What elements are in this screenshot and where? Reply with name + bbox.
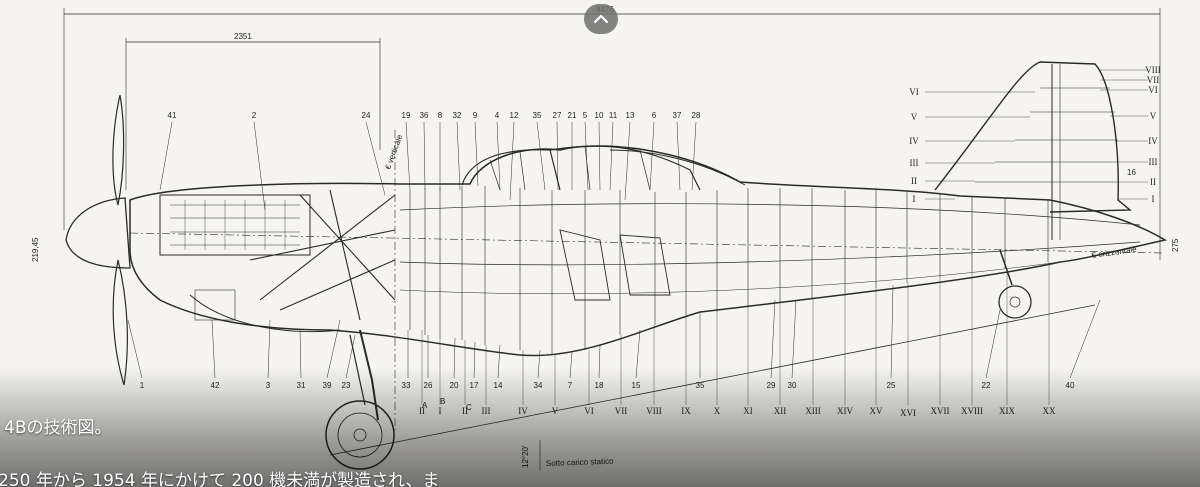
frame-number: XI bbox=[743, 406, 753, 416]
callout-number: 31 bbox=[297, 381, 306, 390]
callout-number: 1 bbox=[140, 381, 145, 390]
image-caption-continued: 250 年から 1954 年にかけて 200 機未満が製造され、ま bbox=[0, 471, 440, 487]
callout-number: 27 bbox=[553, 111, 562, 120]
callout-number: 12 bbox=[510, 111, 519, 120]
frame-number: XVI bbox=[900, 408, 916, 418]
callout-number: 8 bbox=[438, 111, 443, 120]
callout-number: 2 bbox=[252, 111, 257, 120]
callout-number: 5 bbox=[583, 111, 588, 120]
callout-number: 24 bbox=[362, 111, 371, 120]
callout-number: 26 bbox=[424, 381, 433, 390]
callout-number: 33 bbox=[402, 381, 411, 390]
angle-label: 12°20' bbox=[521, 445, 530, 468]
callout-number: 10 bbox=[595, 111, 604, 120]
callout-number: 36 bbox=[420, 111, 429, 120]
tail-rib-number: V bbox=[1150, 111, 1157, 121]
tail-rib-number: I bbox=[1152, 194, 1155, 204]
callout-number: 34 bbox=[534, 381, 543, 390]
tail-rib-number: I bbox=[913, 194, 916, 204]
callout-number: 32 bbox=[453, 111, 462, 120]
callout-number: 3 bbox=[266, 381, 271, 390]
collapse-button[interactable] bbox=[584, 4, 618, 34]
frame-number: II bbox=[462, 406, 468, 416]
tail-rib-number: IV bbox=[1148, 136, 1158, 146]
callout-number: 23 bbox=[342, 381, 351, 390]
callout-number: 35 bbox=[533, 111, 542, 120]
frame-number: XIII bbox=[805, 406, 821, 416]
dimension-prop-to-cockpit: 2351 bbox=[234, 32, 252, 41]
tail-rib-number: VI bbox=[909, 87, 919, 97]
frame-number: III bbox=[482, 406, 491, 416]
dimension-height-right: 275 bbox=[1171, 238, 1180, 252]
image-caption: 4Bの技術図。 bbox=[4, 418, 112, 438]
frame-number: XVIII bbox=[961, 406, 983, 416]
callout-number: 9 bbox=[473, 111, 478, 120]
callout-number: 21 bbox=[568, 111, 577, 120]
callout-number: 15 bbox=[632, 381, 641, 390]
frame-number: XIV bbox=[837, 406, 853, 416]
frame-number: XX bbox=[1043, 406, 1056, 416]
frame-number: XII bbox=[774, 406, 787, 416]
tail-rib-number: IV bbox=[909, 136, 919, 146]
chevron-up-icon bbox=[594, 14, 608, 24]
frame-number: XVII bbox=[931, 406, 950, 416]
callout-number: 7 bbox=[568, 381, 573, 390]
callout-number: 6 bbox=[652, 111, 657, 120]
frame-number: IV bbox=[518, 406, 528, 416]
callout-number: 28 bbox=[692, 111, 701, 120]
callout-number: 41 bbox=[168, 111, 177, 120]
callout-number: 14 bbox=[494, 381, 503, 390]
tail-rib-number: VI bbox=[1148, 85, 1158, 95]
callout-number: 42 bbox=[211, 381, 220, 390]
tail-rib-number: II bbox=[911, 176, 917, 186]
frame-number: VII bbox=[615, 406, 628, 416]
letter-b: B bbox=[440, 397, 445, 406]
callout-number: 19 bbox=[402, 111, 411, 120]
tail-rib-number: III bbox=[1149, 157, 1158, 167]
tail-rib-number: V bbox=[911, 112, 918, 122]
frame-number: II bbox=[419, 406, 425, 416]
callout-number: 18 bbox=[595, 381, 604, 390]
tail-rib-number: II bbox=[1150, 177, 1156, 187]
tail-rib-number: III bbox=[910, 158, 919, 168]
tail-callout: 16 bbox=[1127, 168, 1136, 177]
callout-number: 39 bbox=[323, 381, 332, 390]
callout-number: 25 bbox=[887, 381, 896, 390]
dimension-height-left: 219,45 bbox=[31, 237, 40, 262]
callout-number: 4 bbox=[495, 111, 500, 120]
callout-number: 22 bbox=[982, 381, 991, 390]
frame-number: VIII bbox=[646, 406, 662, 416]
callout-number: 40 bbox=[1066, 381, 1075, 390]
frame-number: IX bbox=[681, 406, 691, 416]
callout-number: 13 bbox=[626, 111, 635, 120]
callout-number: 11 bbox=[609, 111, 618, 120]
callout-number: 37 bbox=[673, 111, 682, 120]
frame-number: XV bbox=[870, 406, 883, 416]
callout-number: 17 bbox=[470, 381, 479, 390]
callout-number: 20 bbox=[450, 381, 459, 390]
callout-number: 29 bbox=[767, 381, 776, 390]
frame-number: X bbox=[714, 406, 721, 416]
tail-rib-number: VIII bbox=[1145, 65, 1161, 75]
callout-number: 35 bbox=[696, 381, 705, 390]
frame-number: XIX bbox=[999, 406, 1015, 416]
tail-rib-number: VII bbox=[1147, 75, 1160, 85]
callout-number: 30 bbox=[788, 381, 797, 390]
frame-number: V bbox=[552, 406, 559, 416]
frame-number: VI bbox=[584, 406, 594, 416]
frame-number: I bbox=[439, 406, 442, 416]
